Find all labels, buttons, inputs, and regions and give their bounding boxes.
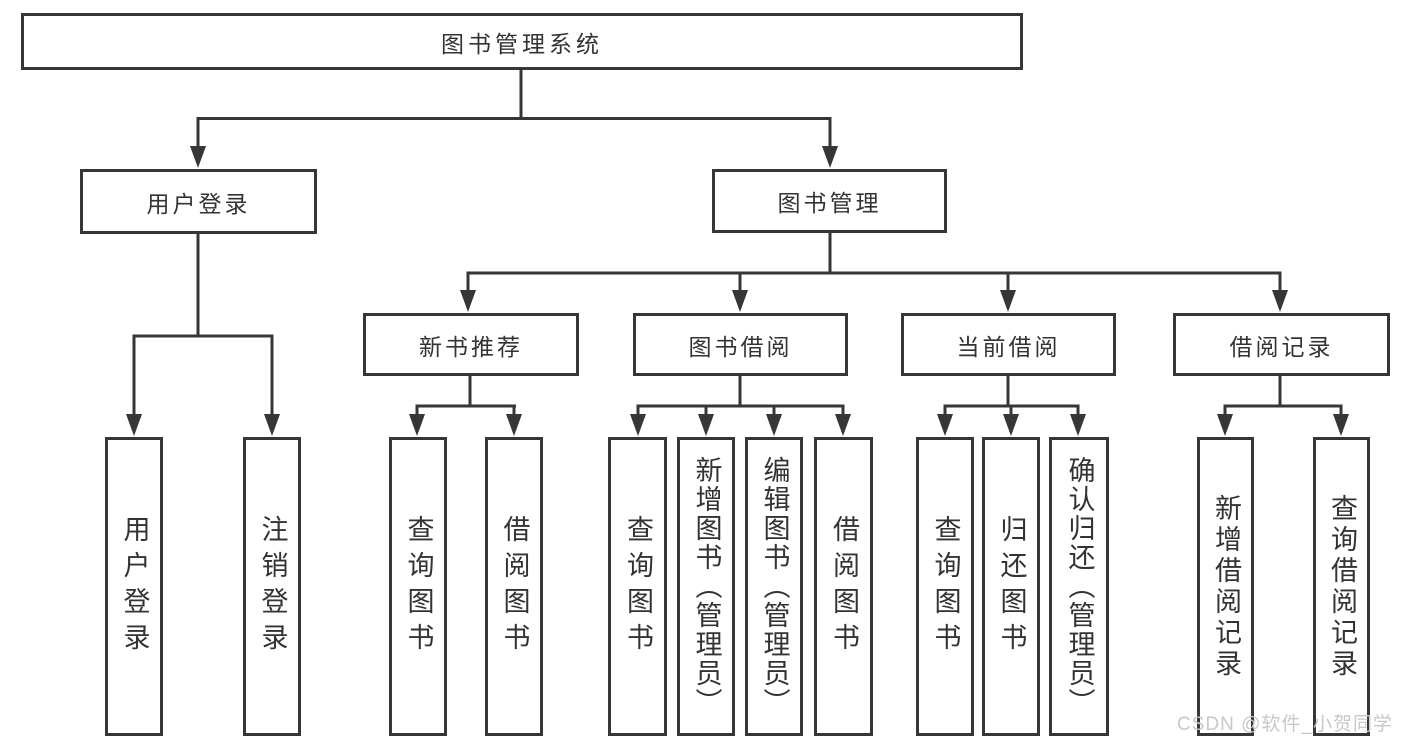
leaf-borrow-books: 借阅图书 (814, 437, 873, 736)
node-current-borrow: 当前借阅 (901, 313, 1116, 376)
connector-lines (132, 70, 1343, 420)
leaf-query-books-recommend: 查询图书 (389, 437, 447, 736)
leaf-query-books-current: 查询图书 (916, 437, 974, 736)
leaf-edit-books-admin: 编辑图书（管理员） (745, 437, 803, 736)
leaf-label: 归还图书 (996, 514, 1027, 659)
leaf-label: 查询借阅记录 (1327, 493, 1357, 680)
node-user-login: 用户登录 (80, 169, 317, 234)
leaf-label: 查询图书 (403, 514, 434, 659)
node-borrow-records: 借阅记录 (1173, 313, 1390, 376)
node-book-management: 图书管理 (712, 169, 947, 233)
leaf-query-books-borrow: 查询图书 (608, 437, 667, 736)
leaf-label: 借阅图书 (829, 514, 859, 659)
leaf-label: 注销登录 (257, 514, 288, 659)
leaf-label: 新增图书（管理员） (691, 456, 722, 717)
leaf-label: 用户登录 (119, 514, 150, 659)
leaf-query-borrow-record: 查询借阅记录 (1313, 437, 1370, 736)
leaf-user-login: 用户登录 (105, 437, 163, 736)
leaf-borrow-books-recommend: 借阅图书 (485, 437, 543, 736)
csdn-watermark: CSDN @软件_小贺同学 (1177, 714, 1393, 735)
leaf-label: 新增借阅记录 (1211, 493, 1241, 680)
node-book-borrow: 图书借阅 (633, 313, 848, 376)
leaf-logout: 注销登录 (243, 437, 301, 736)
leaf-label: 确认归还（管理员） (1064, 456, 1095, 717)
node-new-book-recommend: 新书推荐 (363, 313, 579, 376)
leaf-return-books: 归还图书 (982, 437, 1040, 736)
leaf-add-borrow-record: 新增借阅记录 (1197, 437, 1254, 736)
connector-arrowheads (126, 146, 1349, 436)
leaf-label: 查询图书 (623, 514, 653, 659)
leaf-label: 借阅图书 (499, 514, 530, 659)
node-library-management-system: 图书管理系统 (21, 13, 1023, 70)
leaf-label: 编辑图书（管理员） (759, 456, 790, 717)
leaf-add-books-admin: 新增图书（管理员） (677, 437, 735, 736)
leaf-label: 查询图书 (930, 514, 961, 659)
leaf-confirm-return-admin: 确认归还（管理员） (1049, 437, 1109, 736)
